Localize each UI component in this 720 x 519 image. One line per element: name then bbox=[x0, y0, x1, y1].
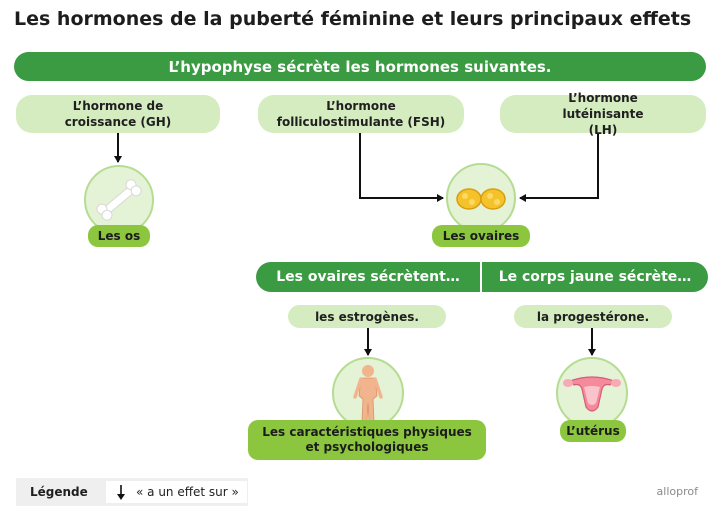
estrogens-pill: les estrogènes. bbox=[288, 305, 446, 328]
target-ovaries: Les ovaires bbox=[432, 225, 530, 247]
bone-icon bbox=[96, 179, 142, 221]
ovaries-circle bbox=[446, 163, 516, 233]
ovaries-secrete-header: Les ovaires sécrètent… bbox=[256, 262, 480, 292]
target-bones: Les os bbox=[88, 225, 150, 247]
page-title: Les hormones de la puberté féminine et l… bbox=[14, 8, 692, 30]
arrow-lh-to-ovaries bbox=[519, 133, 599, 202]
uterus-icon bbox=[563, 376, 621, 412]
target-uterus: L’utérus bbox=[560, 420, 626, 442]
hormone-lh: L’hormone lutéinisante (LH) bbox=[500, 91, 706, 137]
uterus-circle bbox=[556, 357, 628, 429]
arrow-down-icon bbox=[117, 485, 125, 500]
pituitary-banner: L’hypophyse sécrète les hormones suivant… bbox=[14, 52, 706, 81]
female-body-icon bbox=[353, 365, 383, 422]
bones-circle bbox=[84, 165, 154, 235]
body-circle bbox=[332, 357, 404, 429]
brand-logo: alloprof bbox=[656, 485, 698, 498]
hormone-gh: L’hormone de croissance (GH) bbox=[16, 95, 220, 133]
corpus-luteum-secretes-header: Le corps jaune sécrète… bbox=[482, 262, 708, 292]
ovaries-icon bbox=[456, 188, 506, 210]
legend-label: Légende bbox=[30, 485, 88, 499]
hormone-fsh: L’hormone folliculostimulante (FSH) bbox=[258, 95, 464, 133]
arrow-fsh-to-ovaries bbox=[359, 133, 444, 202]
legend: Légende « a un effet sur » bbox=[16, 478, 248, 506]
legend-arrow-meaning: « a un effet sur » bbox=[136, 485, 239, 499]
progesterone-pill: la progestérone. bbox=[514, 305, 672, 328]
target-characteristics: Les caractéristiques physiques et psycho… bbox=[248, 420, 486, 460]
legend-entry: « a un effet sur » bbox=[106, 481, 247, 503]
